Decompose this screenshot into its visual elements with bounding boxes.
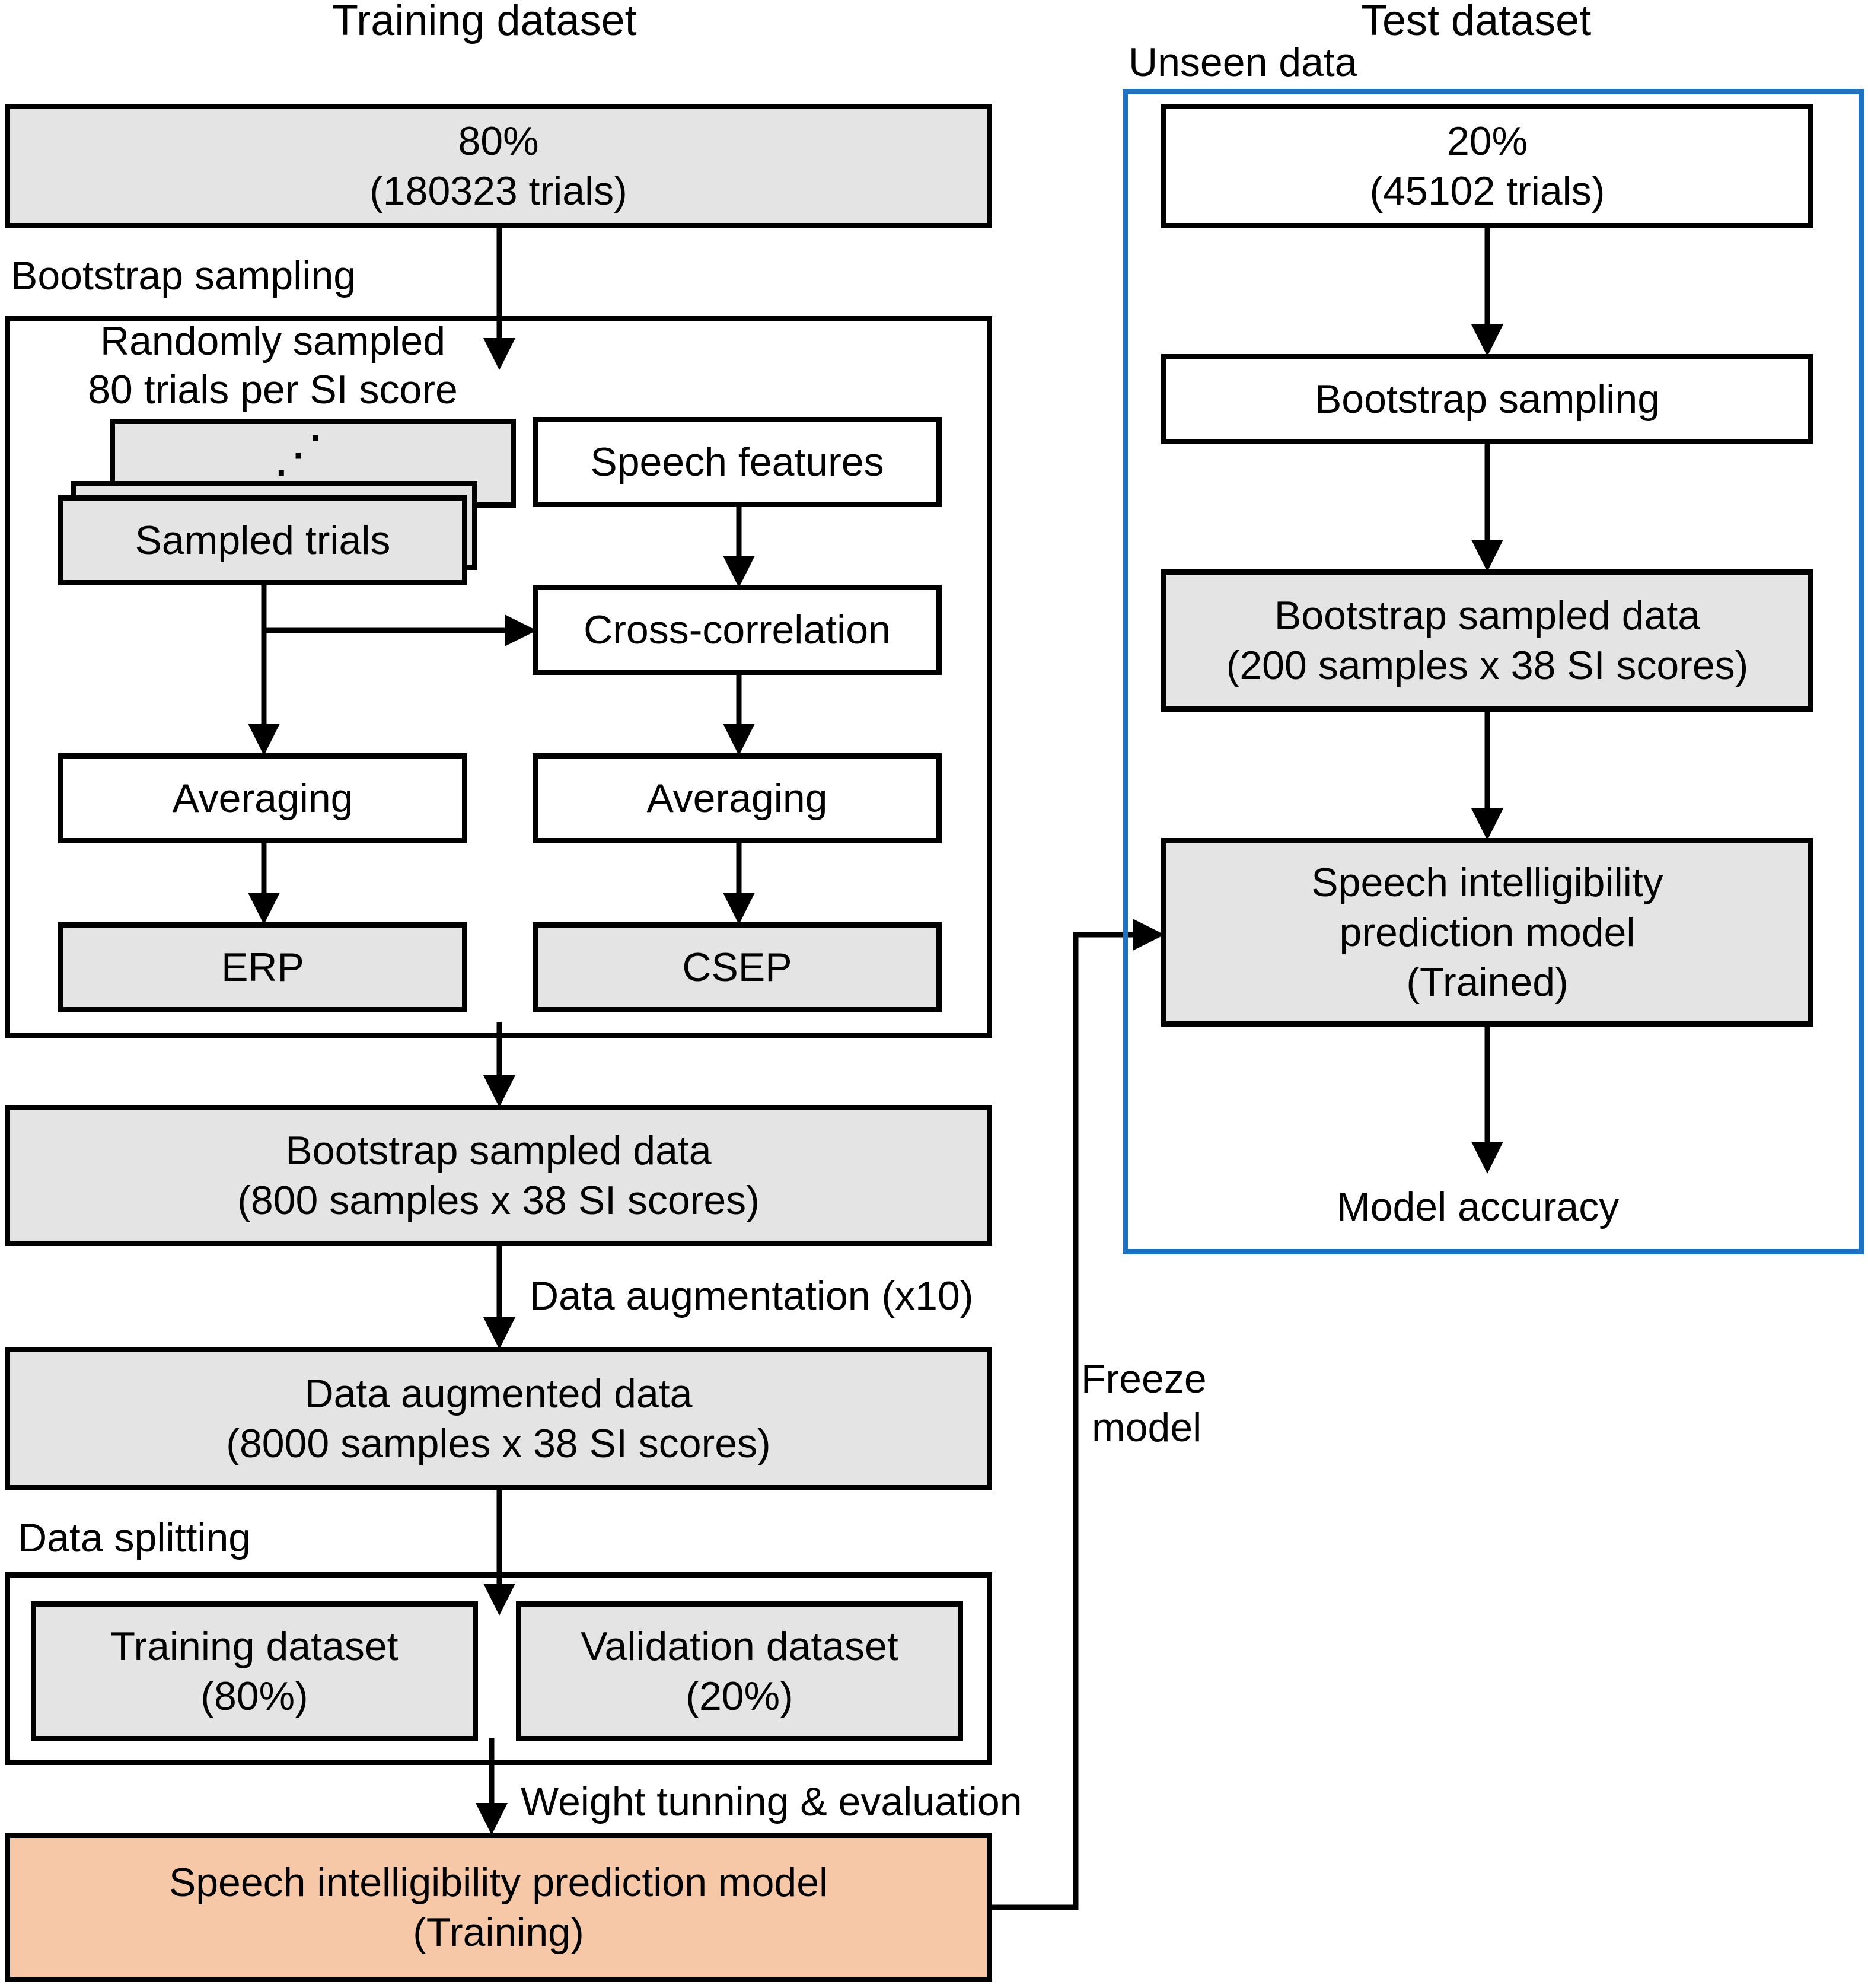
averaging-right-box: Averaging <box>533 753 942 843</box>
training-split-box: 80% (180323 trials) <box>5 104 992 228</box>
validation-subset-title: Validation dataset <box>581 1623 898 1669</box>
averaging-right-label: Averaging <box>646 775 828 821</box>
trained-model-state: (Trained) <box>1406 960 1569 1005</box>
test-split-box: 20% (45102 trials) <box>1161 104 1813 228</box>
test-dataset-header: Test dataset <box>1361 0 1592 44</box>
training-subset-percent: (80%) <box>200 1674 308 1719</box>
data-splitting-label: Data splitting <box>18 1515 251 1560</box>
training-bootstrap-data-box: Bootstrap sampled data (800 samples x 38… <box>5 1105 992 1246</box>
sampled-trials-box: Sampled trials <box>58 495 467 585</box>
training-subset-box: Training dataset (80%) <box>31 1601 478 1741</box>
stack-dots-icon: ⋰ <box>273 426 324 483</box>
trained-model-line1: Speech intelligibility <box>1311 859 1663 905</box>
test-bootstrap-sampling-label: Bootstrap sampling <box>1314 376 1660 422</box>
randomly-sampled-line1: Randomly sampled <box>100 318 446 364</box>
erp-box: ERP <box>58 922 467 1012</box>
sampling-process-frame <box>5 316 992 1038</box>
arrow-freeze-model <box>987 919 1165 1910</box>
model-accuracy-label: Model accuracy <box>1337 1184 1620 1229</box>
test-bootstrap-sampling-box: Bootstrap sampling <box>1161 354 1813 444</box>
randomly-sampled-label: Randomly sampled 80 trials per SI score <box>77 317 468 414</box>
trained-model-box: Speech intelligibility prediction model … <box>1161 838 1813 1027</box>
trained-model-line2: prediction model <box>1339 909 1636 955</box>
csep-label: CSEP <box>682 944 792 990</box>
data-split-frame <box>5 1572 992 1765</box>
bootstrap-sampling-label: Bootstrap sampling <box>11 253 356 298</box>
freeze-model-line2: model <box>1092 1404 1202 1450</box>
randomly-sampled-line2: 80 trials per SI score <box>88 367 458 412</box>
unseen-data-label: Unseen data <box>1129 40 1357 85</box>
training-model-state: (Training) <box>413 1910 584 1955</box>
validation-subset-box: Validation dataset (20%) <box>516 1601 963 1741</box>
training-split-percent: 80% <box>458 118 539 164</box>
test-split-trials: (45102 trials) <box>1369 168 1605 214</box>
cross-correlation-label: Cross-correlation <box>584 607 891 652</box>
augmented-data-title: Data augmented data <box>304 1371 693 1416</box>
augmented-data-size: (8000 samples x 38 SI scores) <box>226 1421 771 1466</box>
speech-features-box: Speech features <box>533 417 942 507</box>
test-bootstrap-data-box: Bootstrap sampled data (200 samples x 38… <box>1161 569 1813 712</box>
averaging-left-label: Averaging <box>172 775 353 821</box>
test-bootstrap-data-size: (200 samples x 38 SI scores) <box>1226 643 1749 688</box>
training-model-box: Speech intelligibility prediction model … <box>5 1833 992 1982</box>
training-dataset-header: Training dataset <box>332 0 637 44</box>
test-bootstrap-data-title: Bootstrap sampled data <box>1274 592 1701 638</box>
weight-tuning-label: Weight tunning & evaluation <box>521 1779 1022 1824</box>
test-split-percent: 20% <box>1446 118 1528 164</box>
erp-label: ERP <box>221 944 304 990</box>
csep-box: CSEP <box>533 922 942 1012</box>
freeze-model-label: Freeze model <box>1081 1355 1207 1452</box>
training-bootstrap-data-size: (800 samples x 38 SI scores) <box>237 1178 760 1223</box>
averaging-left-box: Averaging <box>58 753 467 843</box>
augmented-data-box: Data augmented data (8000 samples x 38 S… <box>5 1347 992 1490</box>
training-bootstrap-data-title: Bootstrap sampled data <box>285 1127 712 1173</box>
test-dataset-frame <box>1123 89 1864 1254</box>
sampled-trials-label: Sampled trials <box>135 517 391 563</box>
training-split-trials: (180323 trials) <box>369 168 627 214</box>
data-augmentation-label: Data augmentation (x10) <box>530 1273 974 1318</box>
training-subset-title: Training dataset <box>110 1623 399 1669</box>
cross-correlation-box: Cross-correlation <box>533 585 942 675</box>
training-model-title: Speech intelligibility prediction model <box>168 1859 828 1905</box>
freeze-model-line1: Freeze <box>1081 1356 1207 1401</box>
speech-features-label: Speech features <box>590 439 884 485</box>
validation-subset-percent: (20%) <box>686 1674 793 1719</box>
